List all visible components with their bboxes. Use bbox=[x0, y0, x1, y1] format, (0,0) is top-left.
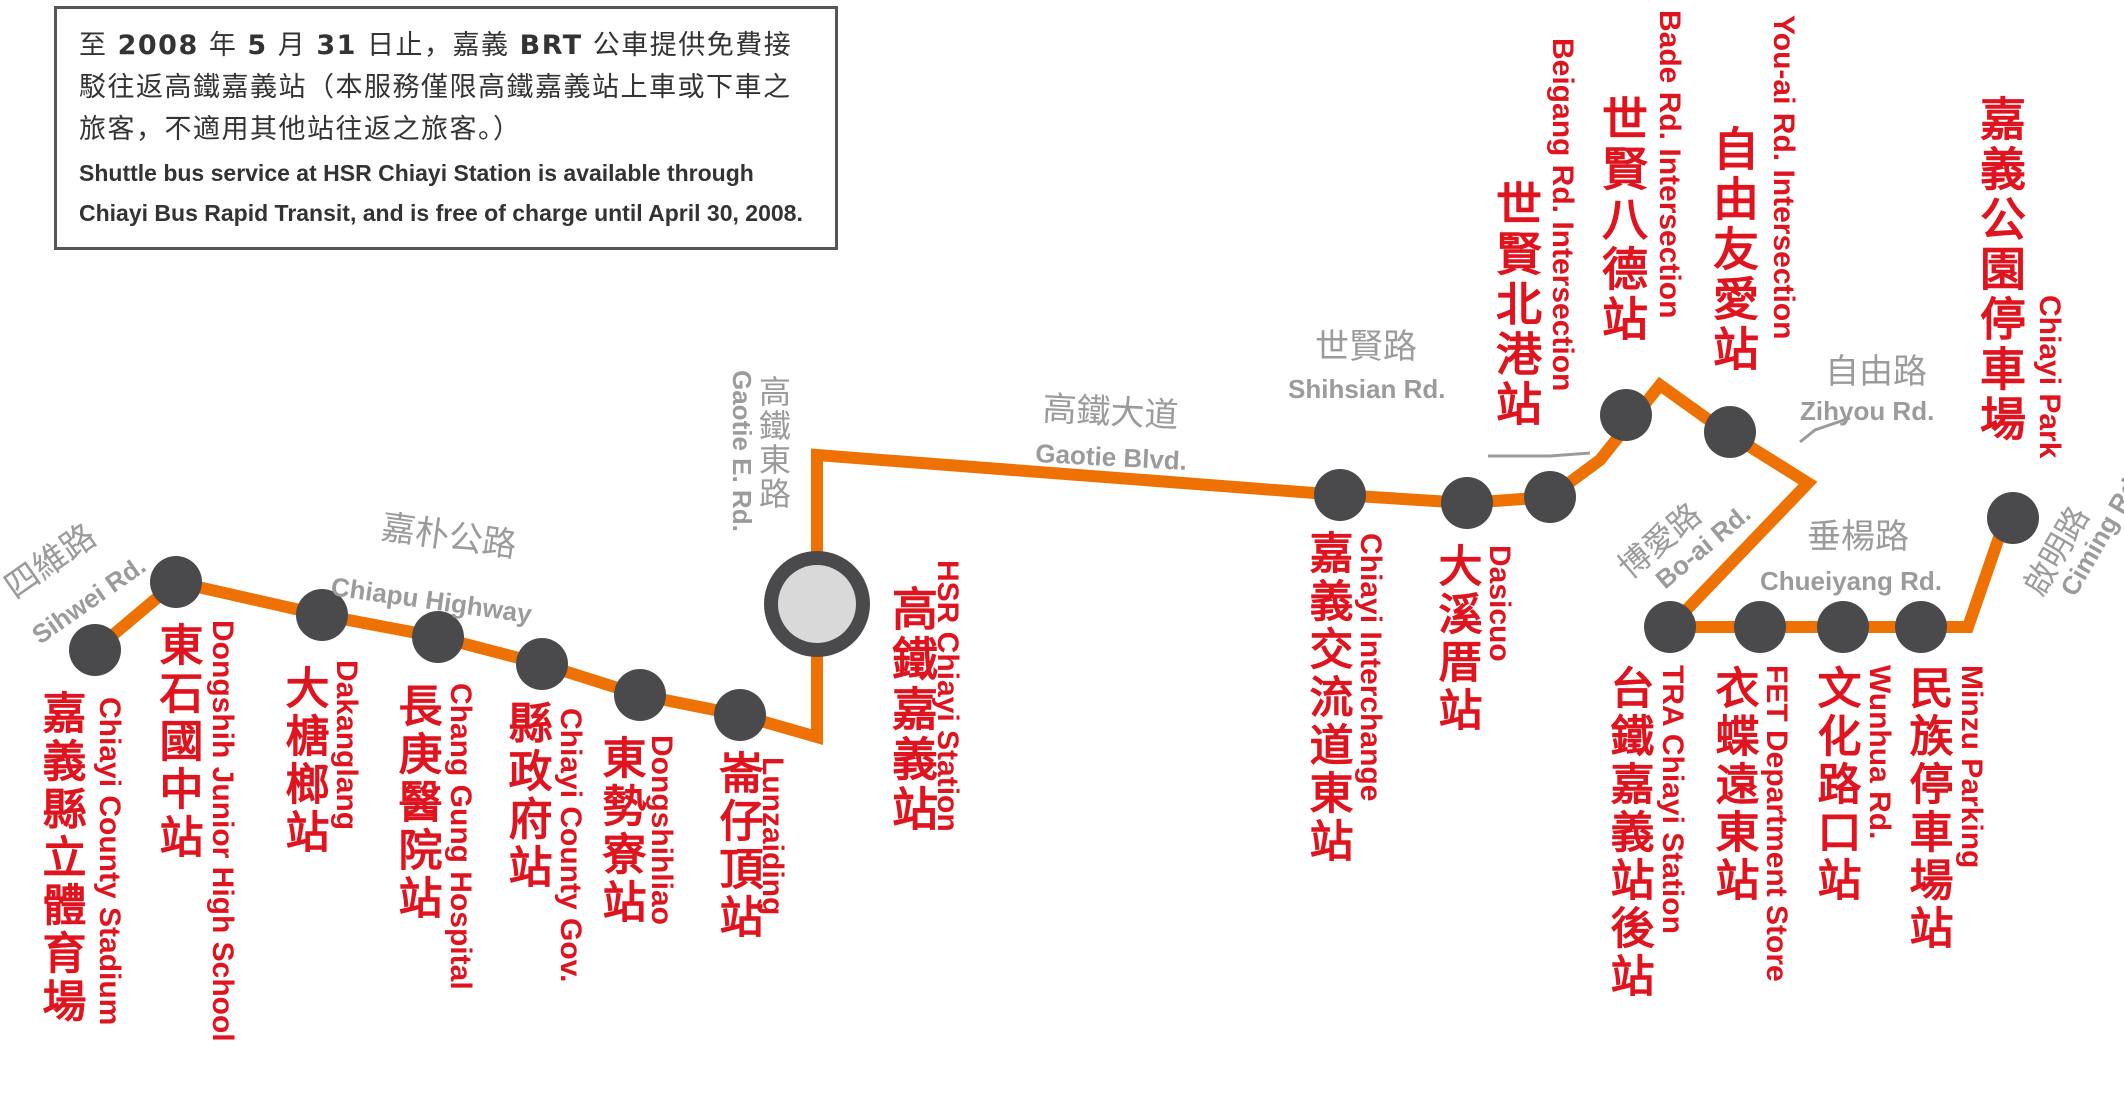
station-label-zh: 東勢寮站 bbox=[595, 735, 648, 927]
station-label-en: Dasicuo bbox=[1483, 545, 1516, 662]
road-label-en: Zihyou Rd. bbox=[1800, 396, 1934, 426]
road-chueiyang: 垂楊路 Chueiyang Rd. bbox=[1760, 517, 1942, 596]
station-label-zh: 文化路口站 bbox=[1810, 665, 1862, 905]
station-label-zh: 大溪厝站 bbox=[1431, 543, 1483, 735]
station-terminal-inner bbox=[778, 565, 856, 643]
road-label-en: Shihsian Rd. bbox=[1288, 374, 1445, 404]
station-label-en: Minzu Parking bbox=[1955, 665, 1988, 868]
road-leader-line bbox=[1488, 451, 1591, 458]
road-label-zh: 世賢路 bbox=[1315, 327, 1417, 367]
station-label-en: Bade Rd. Intersection bbox=[1653, 10, 1686, 318]
station-marker[interactable] bbox=[1817, 601, 1869, 653]
station-marker[interactable] bbox=[150, 556, 202, 608]
station-label-en: Beigang Rd. Intersection bbox=[1546, 38, 1579, 391]
station-marker[interactable] bbox=[1704, 406, 1756, 458]
station-label-zh: 高鐵嘉義站 bbox=[885, 585, 939, 835]
station-marker[interactable] bbox=[1441, 477, 1493, 529]
road-label-zh: 高鐵大道 bbox=[1042, 389, 1180, 436]
station-label-en: FET Department Store bbox=[1760, 665, 1793, 982]
station-marker[interactable] bbox=[69, 624, 121, 676]
station-label-en: Dongshih Junior High School bbox=[206, 620, 239, 1042]
station-label-zh: 崙仔頂站 bbox=[712, 750, 765, 942]
station-marker[interactable] bbox=[412, 611, 464, 663]
station-label-zh: 嘉義公園停車場 bbox=[1973, 95, 2027, 445]
road-label-en: Gaotie E. Rd. bbox=[727, 370, 757, 532]
station-label-zh: 台鐵嘉義站後站 bbox=[1603, 665, 1655, 1001]
station-label-en: Dongshihliao bbox=[645, 735, 678, 925]
station-label-zh: 世賢北港站 bbox=[1489, 180, 1543, 430]
station-marker[interactable] bbox=[1987, 492, 2039, 544]
station-label-zh: 世賢八德站 bbox=[1595, 95, 1649, 345]
station-label-en: Dakanglang bbox=[330, 660, 363, 830]
station-label-zh: 民族停車場站 bbox=[1902, 665, 1954, 953]
station-marker[interactable] bbox=[714, 689, 766, 741]
station-marker[interactable] bbox=[516, 638, 568, 690]
notice-text-zh: 至 2008 年 5 月 31 日止，嘉義 BRT 公車提供免費接駁往返高鐵嘉義… bbox=[79, 30, 793, 145]
station-label-zh: 衣蝶遠東站 bbox=[1708, 665, 1760, 905]
station-label-zh: 長庚醫院站 bbox=[391, 683, 443, 923]
road-zihyou: 自由路 Zihyou Rd. bbox=[1800, 352, 1934, 426]
station-label-zh: 嘉義交流道東站 bbox=[1302, 530, 1354, 866]
notice-text-en: Shuttle bus service at HSR Chiayi Statio… bbox=[79, 160, 803, 226]
station-label-en: Chiayi County Stadium bbox=[93, 697, 126, 1025]
station-label-en: You-ai Rd. Intersection bbox=[1767, 15, 1800, 339]
station-label-en: Wunhua Rd. bbox=[1863, 665, 1896, 839]
station-marker[interactable] bbox=[1600, 389, 1652, 441]
station-marker[interactable] bbox=[296, 589, 348, 641]
road-leader-line bbox=[1799, 416, 1851, 444]
station-label-zh: 東石國中站 bbox=[152, 622, 204, 862]
road-label-zh: 高鐵東路 bbox=[754, 375, 792, 511]
road-label-zh: 自由路 bbox=[1825, 352, 1927, 392]
road-label-zh: 垂楊路 bbox=[1807, 517, 1909, 557]
station-label-zh: 縣政府站 bbox=[501, 700, 553, 892]
station-marker[interactable] bbox=[1895, 601, 1947, 653]
station-label-en: HSR Chiayi Station bbox=[931, 560, 964, 832]
station-marker[interactable] bbox=[614, 669, 666, 721]
road-label-en: Chueiyang Rd. bbox=[1760, 566, 1942, 596]
station-label-zh: 大榶榔站 bbox=[278, 665, 330, 857]
station-label-en: Chiayi Park bbox=[2033, 295, 2066, 459]
station-marker[interactable] bbox=[1524, 471, 1576, 523]
station-label-en: Lunzaiding bbox=[756, 757, 789, 915]
station-label-en: Chiayi Interchange bbox=[1354, 533, 1387, 801]
station-label-zh: 自由友愛站 bbox=[1706, 125, 1760, 375]
station-marker[interactable] bbox=[1734, 601, 1786, 653]
station-label-en: Chiayi County Gov. bbox=[554, 708, 587, 982]
station-marker[interactable] bbox=[1314, 469, 1366, 521]
road-label-zh: 嘉朴公路 bbox=[379, 507, 519, 566]
station-label-en: TRA Chiayi Station bbox=[1656, 665, 1689, 934]
station-label-en: Chang Gung Hospital bbox=[444, 683, 477, 990]
station-marker[interactable] bbox=[1644, 601, 1696, 653]
station-label-zh: 嘉義縣立體育場 bbox=[35, 690, 87, 1026]
service-notice-box: 至 2008 年 5 月 31 日止，嘉義 BRT 公車提供免費接駁往返高鐵嘉義… bbox=[54, 6, 838, 250]
road-shihsian: 世賢路 Shihsian Rd. bbox=[1288, 327, 1445, 404]
